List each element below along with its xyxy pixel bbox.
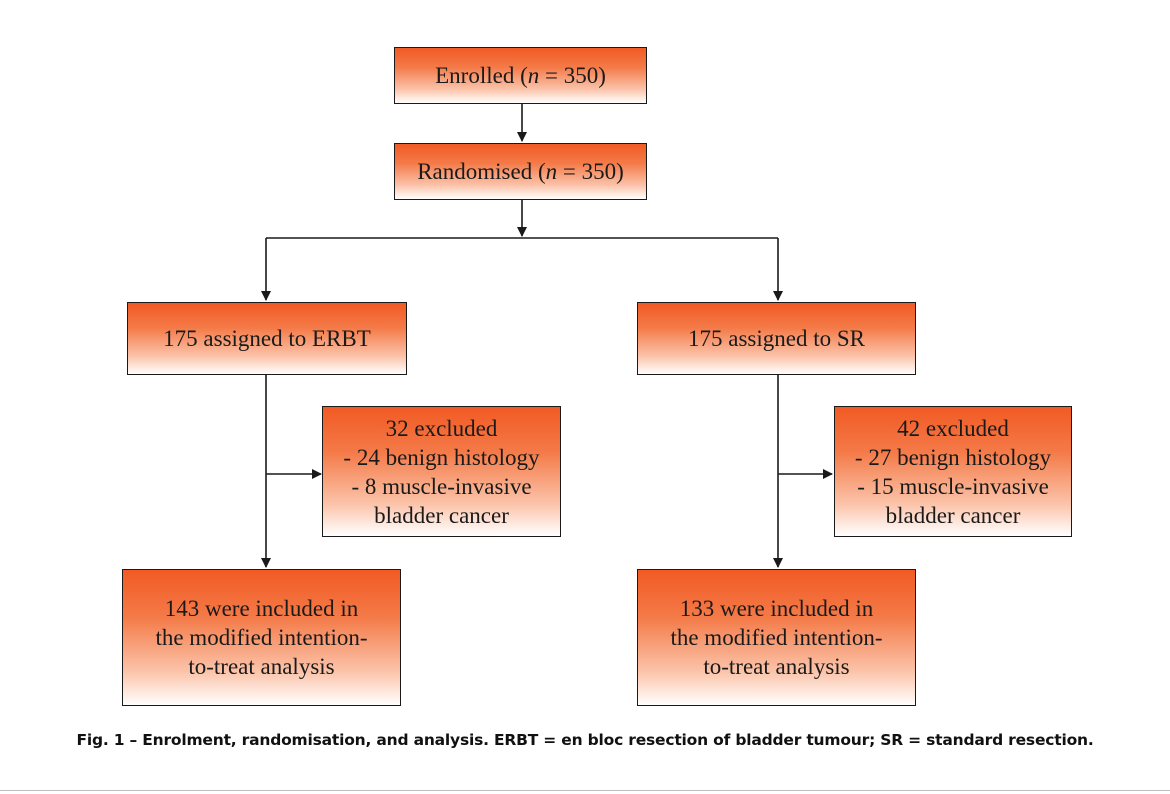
sr-included-box: 133 were included in the modified intent… <box>637 569 916 706</box>
randomised-label: Randomised (n = 350) <box>417 157 624 186</box>
bottom-divider <box>0 790 1170 791</box>
erbt-arm-label: 175 assigned to ERBT <box>163 326 371 351</box>
erbt-excluded-box: 32 excluded - 24 benign histology - 8 mu… <box>322 406 561 537</box>
sr-excluded-box: 42 excluded - 27 benign histology - 15 m… <box>834 406 1072 537</box>
enrolled-text: Enrolled ( <box>435 63 528 88</box>
enrolled-n-symbol: n <box>527 63 540 88</box>
sr-excluded-line: bladder cancer <box>885 502 1021 528</box>
sr-arm-label: 175 assigned to SR <box>688 326 865 351</box>
enrolled-label: Enrolled (n = 350) <box>435 61 606 90</box>
erbt-excluded-line: - 8 muscle-invasive <box>351 473 532 499</box>
erbt-excluded-line: - 24 benign histology <box>343 444 540 470</box>
sr-included-line: the modified intention- <box>670 625 883 650</box>
erbt-included-line: the modified intention- <box>155 625 368 650</box>
erbt-included-line: to-treat analysis <box>188 654 335 679</box>
enrolled-count: = 350) <box>539 63 606 88</box>
erbt-included-line: 143 were included in <box>164 596 359 621</box>
figure-caption: Fig. 1 – Enrolment, randomisation, and a… <box>76 731 1094 749</box>
sr-included-line: to-treat analysis <box>703 654 850 679</box>
sr-excluded-line: - 15 muscle-invasive <box>857 473 1049 499</box>
sr-included-line: 133 were included in <box>679 596 874 621</box>
erbt-included-box: 143 were included in the modified intent… <box>122 569 401 706</box>
erbt-excluded-line: bladder cancer <box>374 502 509 528</box>
sr-excluded-line: 42 excluded <box>897 415 1009 441</box>
erbt-arm-box: 175 assigned to ERBT <box>127 302 407 375</box>
enrolled-box: Enrolled (n = 350) <box>394 47 647 104</box>
sr-excluded-line: - 27 benign histology <box>854 444 1052 470</box>
randomised-n-symbol: n <box>545 159 558 184</box>
randomised-count: = 350) <box>557 159 624 184</box>
randomised-text: Randomised ( <box>417 159 546 184</box>
sr-arm-box: 175 assigned to SR <box>637 302 916 375</box>
erbt-excluded-line: 32 excluded <box>385 415 498 441</box>
randomised-box: Randomised (n = 350) <box>394 143 647 200</box>
